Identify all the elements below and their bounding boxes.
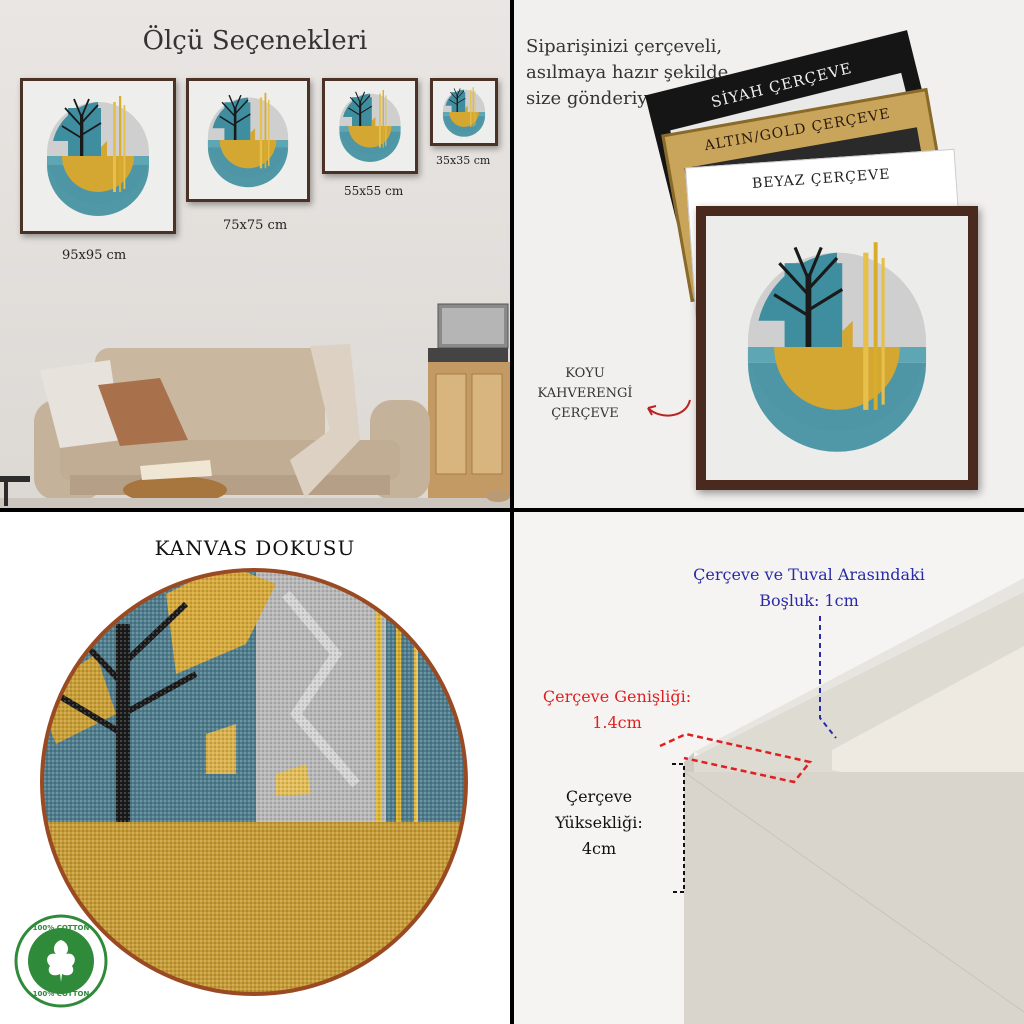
white-frame-label: BEYAZ ÇERÇEVE xyxy=(751,166,891,192)
badge-text-bottom: 100% COTTON xyxy=(32,990,90,998)
badge-text-top: 100% COTTON xyxy=(32,924,90,932)
artwork-image xyxy=(189,81,307,199)
frame-options-panel: Siparişinizi çerçeveli, asılmaya hazır ş… xyxy=(514,0,1024,508)
intro-line-2: asılmaya hazır şekilde xyxy=(526,62,729,83)
gap-annotation: Çerçeve ve Tuval Arasındaki Boşluk: 1cm xyxy=(664,562,954,614)
gap-line-2: Boşluk: 1cm xyxy=(759,591,859,610)
brown-label-line-3: ÇERÇEVE xyxy=(551,406,619,421)
width-annotation: Çerçeve Genişliği: 1.4cm xyxy=(532,684,702,736)
artwork-95[interactable] xyxy=(20,78,176,234)
height-line-2: Yüksekliği: xyxy=(555,813,643,832)
frame-corner-diagram xyxy=(659,578,1024,1024)
cotton-badge-icon xyxy=(14,914,108,1008)
curved-arrow-icon xyxy=(647,399,691,417)
height-annotation: Çerçeve Yüksekliği: 4cm xyxy=(544,784,654,862)
size-label-75: 75x75 cm xyxy=(223,218,288,233)
brown-label-line-2: KAHVERENGİ xyxy=(537,386,633,401)
brown-frame-label: KOYU KAHVERENGİ ÇERÇEVE xyxy=(520,364,650,424)
canvas-texture-panel: KANVAS DOKUSU xyxy=(0,512,510,1024)
width-line-1: Çerçeve Genişliği: xyxy=(542,687,692,706)
gap-line-1: Çerçeve ve Tuval Arasındaki xyxy=(693,565,925,584)
height-line-3: 4cm xyxy=(581,839,617,858)
living-room-scene xyxy=(0,303,510,508)
artwork-35[interactable] xyxy=(430,78,498,146)
size-options-title: Ölçü Seçenekleri xyxy=(142,26,368,56)
artwork-image xyxy=(433,81,495,143)
canvas-texture-closeup xyxy=(40,568,468,996)
size-label-35: 35x35 cm xyxy=(436,154,491,167)
artwork-image xyxy=(325,81,415,171)
artwork-55[interactable] xyxy=(322,78,418,174)
artwork-image xyxy=(706,216,968,478)
size-options-panel: Ölçü Seçenekleri 95x95 cm 75x75 cm 55x55… xyxy=(0,0,510,508)
brown-label-line-1: KOYU xyxy=(565,366,605,381)
brown-frame-artwork[interactable] xyxy=(696,206,978,490)
size-label-95: 95x95 cm xyxy=(62,248,127,263)
artwork-image xyxy=(23,81,173,231)
artwork-75[interactable] xyxy=(186,78,310,202)
width-line-2: 1.4cm xyxy=(592,713,642,732)
size-label-55: 55x55 cm xyxy=(344,184,404,198)
frame-dimensions-panel: Çerçeve ve Tuval Arasındaki Boşluk: 1cm … xyxy=(514,512,1024,1024)
intro-line-1: Siparişinizi çerçeveli, xyxy=(526,36,723,57)
height-line-1: Çerçeve xyxy=(565,787,633,806)
canvas-texture-title: KANVAS DOKUSU xyxy=(154,536,356,560)
